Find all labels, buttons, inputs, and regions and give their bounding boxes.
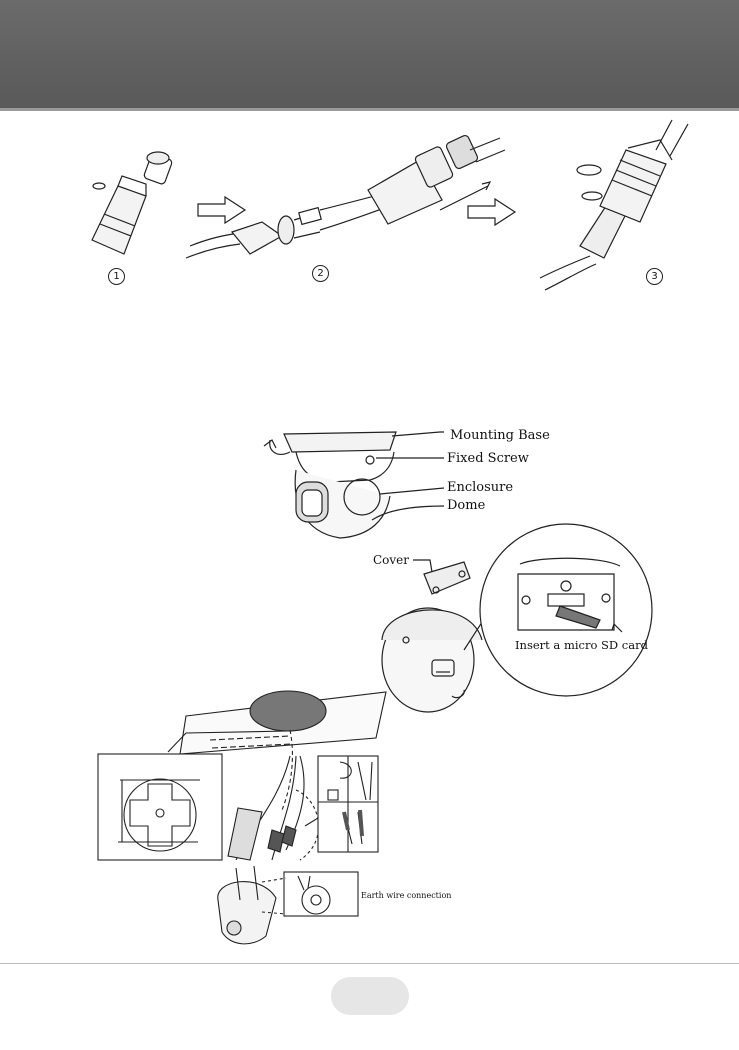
label-insert-sd: Insert a micro SD card xyxy=(515,638,648,652)
waterproof-steps-illustration xyxy=(0,110,739,410)
page-number-pill xyxy=(331,977,409,1015)
label-mounting-base: Mounting Base xyxy=(450,428,550,443)
installation-illustration xyxy=(0,680,739,950)
step-1-marker: 1 xyxy=(108,268,125,285)
label-cover: Cover xyxy=(373,553,409,567)
camera-parts-illustration xyxy=(0,420,739,560)
label-fixed-screw: Fixed Screw xyxy=(447,451,529,466)
label-earth-wire: Earth wire connection xyxy=(361,891,451,900)
step-3-marker: 3 xyxy=(646,268,663,285)
step-2-marker: 2 xyxy=(312,265,329,282)
label-enclosure: Enclosure xyxy=(447,480,513,495)
label-dome: Dome xyxy=(447,498,485,513)
header-bar xyxy=(0,0,739,111)
footer-divider xyxy=(0,963,739,964)
